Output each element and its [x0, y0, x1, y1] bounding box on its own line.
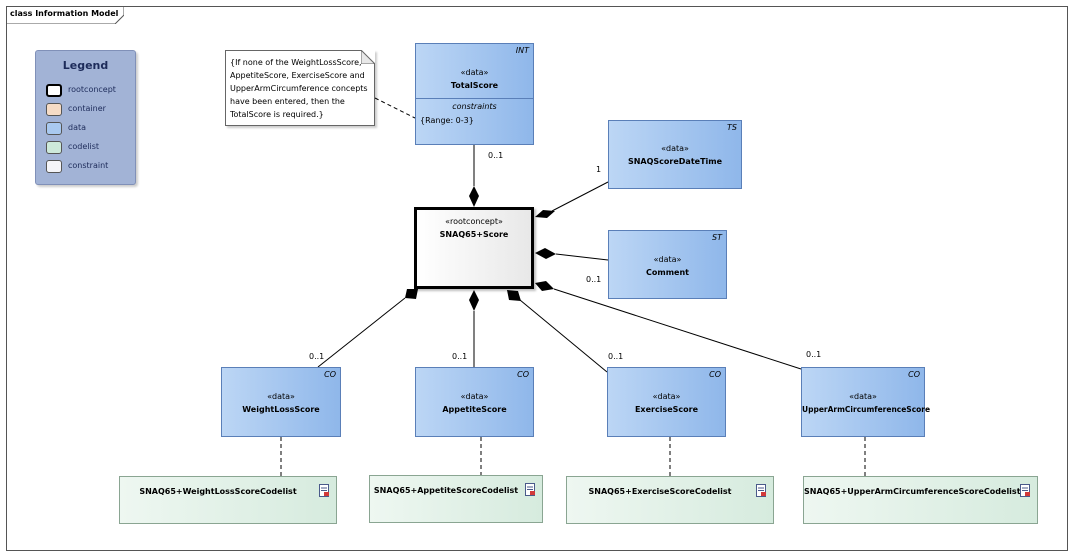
legend-label: data [68, 123, 87, 132]
type-tag: CO [908, 370, 920, 379]
codelist-icon [319, 484, 329, 497]
note-fold-icon [361, 50, 375, 64]
assoc-comment [555, 253, 609, 261]
compartment-title: constraints [452, 102, 497, 111]
multiplicity-upperarm: 0..1 [806, 350, 822, 359]
type-tag: TS [727, 123, 737, 132]
stereotype: «data» [849, 392, 877, 401]
stereotype: «data» [460, 392, 489, 401]
note-text: {If none of the WeightLossScore, Appetit… [230, 58, 368, 119]
legend-swatch [46, 141, 62, 154]
constraint-note[interactable]: {If none of the WeightLossScore, Appetit… [225, 50, 375, 126]
legend-label: constraint [68, 161, 109, 170]
legend-swatch [46, 160, 62, 173]
assoc-upperarm [553, 288, 802, 370]
constraint-value: {Range: 0-3} [420, 116, 474, 125]
stereotype: «data» [652, 392, 681, 401]
class-name: Comment [646, 268, 689, 277]
stereotype: «data» [653, 255, 682, 264]
diamond-upperarm [535, 281, 554, 291]
codelist-icon [756, 484, 766, 497]
class-comment[interactable]: ST «data» Comment [608, 230, 727, 299]
type-tag: ST [712, 233, 722, 242]
class-snaq65-score-root[interactable]: «rootconcept» SNAQ65+Score [414, 207, 534, 289]
class-upperarmcircumferencescore[interactable]: CO «data» UpperArmCircumferenceScore [801, 367, 931, 437]
codelist-exercisescore[interactable]: SNAQ65+ExerciseScoreCodelist [566, 476, 774, 524]
type-tag: CO [517, 370, 529, 379]
assoc-exercise [519, 299, 608, 373]
stereotype: «data» [460, 68, 489, 77]
class-name: UpperArmCircumferenceScore [802, 405, 931, 414]
codelist-appetitescore[interactable]: SNAQ65+AppetiteScoreCodelist [369, 475, 543, 523]
class-name: WeightLossScore [242, 405, 320, 414]
legend-label: rootconcept [68, 85, 116, 94]
stereotype: «data» [267, 392, 295, 401]
legend-label: container [68, 104, 106, 113]
legend-title: Legend [62, 59, 109, 72]
multiplicity-exercise: 0..1 [608, 352, 624, 361]
diamond-comment [535, 248, 556, 259]
type-tag: CO [709, 370, 721, 379]
codelist-name: SNAQ65+AppetiteScoreCodelist [373, 486, 519, 495]
multiplicity-comment: 0..1 [586, 275, 602, 284]
diamond-exercise [507, 290, 521, 301]
multiplicity-totalscore: 0..1 [488, 151, 504, 160]
legend-label: codelist [68, 142, 100, 151]
codelist-icon [1020, 484, 1030, 497]
class-name: SNAQScoreDateTime [627, 157, 723, 166]
class-appetitescore[interactable]: CO «data» AppetiteScore [415, 367, 534, 437]
class-name: ExerciseScore [634, 405, 699, 414]
compartment-divider [416, 98, 533, 99]
diagram-frame [6, 6, 1068, 551]
class-snaqscoredatetime[interactable]: TS «data» SNAQScoreDateTime [608, 120, 742, 189]
legend-swatch [46, 103, 62, 116]
codelist-weightlossscore[interactable]: SNAQ65+WeightLossScoreCodelist [119, 476, 337, 524]
assoc-weightloss [317, 297, 406, 368]
diamond-weightloss [405, 289, 418, 299]
legend-swatch [46, 122, 62, 135]
diamond-datetime [535, 210, 555, 218]
stereotype: «rootconcept» [445, 217, 503, 226]
codelist-name: SNAQ65+UpperArmCircumferenceScoreCodelis… [804, 487, 1021, 496]
multiplicity-appetite: 0..1 [452, 352, 468, 361]
codelist-name: SNAQ65+ExerciseScoreCodelist [588, 487, 732, 496]
type-tag: INT [515, 46, 529, 55]
assoc-datetime [551, 181, 609, 212]
legend-swatch [46, 84, 62, 97]
class-name: SNAQ65+Score [439, 230, 509, 239]
class-exercisescore[interactable]: CO «data» ExerciseScore [607, 367, 726, 437]
frame-tab [6, 6, 124, 24]
codelist-upperarmcircumferencescore[interactable]: SNAQ65+UpperArmCircumferenceScoreCodelis… [803, 476, 1038, 524]
stereotype: «data» [661, 144, 689, 153]
frame-title: class Information Model [10, 9, 119, 18]
note-link [374, 97, 416, 119]
class-name: AppetiteScore [442, 405, 507, 414]
class-name: TotalScore [450, 81, 499, 90]
class-totalscore[interactable]: INT «data» TotalScore constraints {Range… [415, 43, 534, 145]
diamond-appetite [469, 290, 479, 311]
codelist-name: SNAQ65+WeightLossScoreCodelist [139, 487, 297, 496]
codelist-icon [525, 483, 535, 496]
multiplicity-datetime: 1 [596, 165, 602, 174]
multiplicity-weightloss: 0..1 [309, 352, 325, 361]
diamond-totalscore [469, 186, 479, 207]
legend: Legend rootconcept container data codeli… [35, 50, 136, 185]
type-tag: CO [324, 370, 336, 379]
class-weightlossscore[interactable]: CO «data» WeightLossScore [221, 367, 341, 437]
